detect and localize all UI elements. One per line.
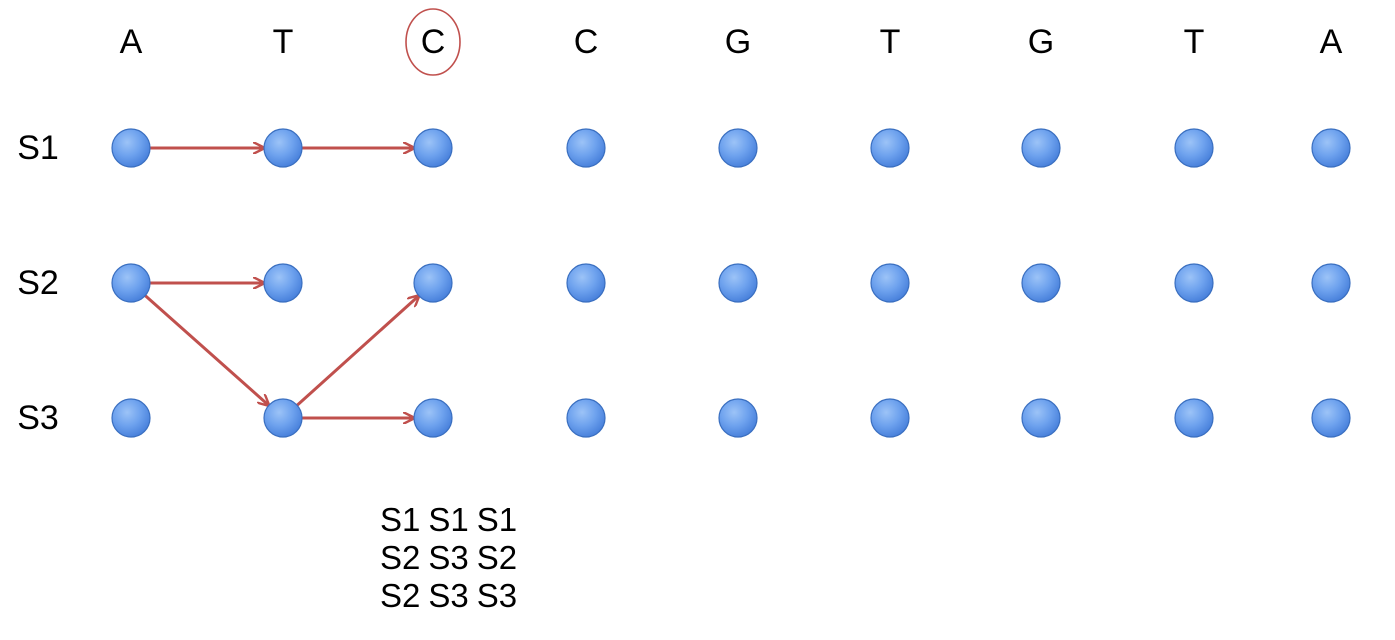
state-node	[1021, 128, 1061, 168]
state-node	[566, 263, 606, 303]
sequence-symbol: A	[1320, 23, 1343, 61]
sequence-symbol: T	[1184, 23, 1205, 61]
transition-arrows	[142, 148, 418, 418]
state-label: S1	[17, 129, 59, 167]
state-node	[1174, 398, 1214, 438]
state-node	[1174, 128, 1214, 168]
sequence-symbol: G	[725, 23, 751, 61]
sequence-symbol: C	[574, 23, 599, 61]
highlight-ellipse	[405, 8, 461, 76]
transition-arrow	[294, 296, 418, 409]
state-node	[263, 263, 303, 303]
state-node	[1021, 263, 1061, 303]
state-node	[1311, 128, 1351, 168]
state-node	[1311, 398, 1351, 438]
state-node	[413, 398, 453, 438]
sequence-symbol: T	[273, 23, 294, 61]
state-nodes	[111, 128, 1351, 438]
path-state: S2	[380, 539, 421, 576]
state-node	[870, 263, 910, 303]
state-label: S3	[17, 399, 59, 437]
state-node	[870, 398, 910, 438]
state-node	[718, 128, 758, 168]
state-node	[1021, 398, 1061, 438]
state-node	[718, 398, 758, 438]
path-state: S1	[380, 501, 421, 538]
state-node	[566, 398, 606, 438]
path-state: S3	[476, 577, 518, 614]
state-node	[1174, 263, 1214, 303]
state-node	[111, 128, 151, 168]
path-state: S1	[476, 501, 518, 538]
state-node	[111, 263, 151, 303]
state-label: S2	[17, 264, 59, 302]
path-state: S2	[476, 539, 518, 576]
transition-arrow	[142, 292, 268, 404]
path-state: S2	[380, 577, 421, 614]
state-node	[413, 128, 453, 168]
path-state: S1	[428, 501, 469, 538]
state-node	[566, 128, 606, 168]
path-state: S3	[428, 539, 469, 576]
state-node	[111, 398, 151, 438]
sequence-symbol: T	[880, 23, 901, 61]
state-node	[1311, 263, 1351, 303]
state-node	[718, 263, 758, 303]
state-node	[870, 128, 910, 168]
sequence-symbol: G	[1028, 23, 1054, 61]
path-state: S3	[428, 577, 469, 614]
sequence-symbol: C	[421, 23, 446, 61]
state-node	[413, 263, 453, 303]
sequence-symbol: A	[120, 23, 143, 61]
state-node	[263, 128, 303, 168]
state-node	[263, 398, 303, 438]
